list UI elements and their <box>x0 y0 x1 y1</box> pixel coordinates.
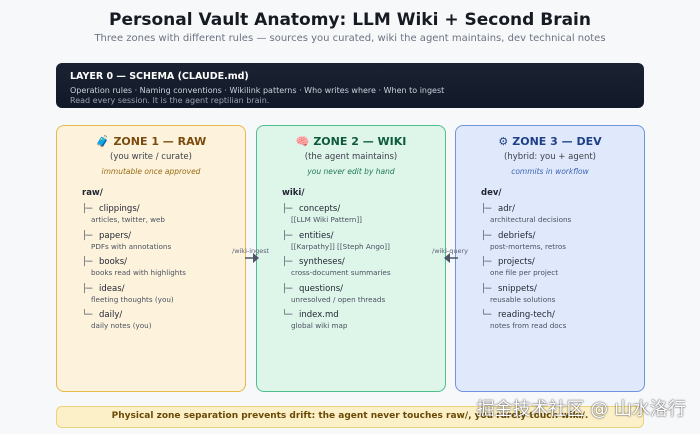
zone-dev-subtitle: (hybrid: you + agent) <box>504 152 596 162</box>
folder-name: papers/ <box>99 230 132 241</box>
tree-branch: ├─ <box>82 257 93 267</box>
tree-item: ├─ concepts/ [[LLM Wiki Pattern]] <box>282 204 442 231</box>
tree-item: ├─ papers/ PDFs with annotations <box>82 231 242 258</box>
folder-name: questions/ <box>299 283 344 294</box>
folder-description: reusable solutions <box>490 294 556 304</box>
zone-wiki-panel: 🧠ZONE 2 — WIKI (the agent maintains) you… <box>256 125 446 392</box>
tree-item: ├─ questions/ unresolved / open threads <box>282 284 442 311</box>
bag-icon: 🧳 <box>95 135 110 148</box>
zone-dev-tree: dev/ ├─ adr/ architectural decisions ├─ de… <box>481 188 641 337</box>
folder-name: clippings/ <box>99 204 140 214</box>
folder-name: books/ <box>99 257 128 267</box>
tree-branch: ├─ <box>481 204 492 214</box>
folder-name: concepts/ <box>299 204 341 214</box>
tree-item: └─ index.md global wiki map <box>282 310 442 337</box>
tree-item: └─ reading-tech/ notes from read docs <box>481 310 641 337</box>
folder-name: reading-tech/ <box>498 310 555 320</box>
tree-root: dev/ <box>481 188 502 198</box>
page-title: Personal Vault Anatomy: LLM Wiki + Secon… <box>109 10 591 30</box>
tree-branch: └─ <box>481 310 492 320</box>
ingest-label: /wiki-ingest <box>232 247 270 255</box>
folder-name: index.md <box>299 310 339 320</box>
folder-name: snippets/ <box>498 283 537 294</box>
schema-title: LAYER 0 — SCHEMA (CLAUDE.md) <box>70 71 249 82</box>
zone-dev-note: commits in workflow <box>511 167 589 176</box>
zone-wiki-tree: wiki/ ├─ concepts/ [[LLM Wiki Pattern]] ├… <box>282 188 442 337</box>
tree-item: ├─ syntheses/ cross-document summaries <box>282 257 442 284</box>
page-subtitle: Three zones with different rules — sourc… <box>94 33 606 44</box>
zone-raw-panel: 🧳ZONE 1 — RAW (you write / curate) immut… <box>56 125 246 392</box>
tree-item: ├─ books/ books read with highlights <box>82 257 242 284</box>
tree-root: raw/ <box>82 188 103 198</box>
folder-description: daily notes (you) <box>91 321 152 330</box>
folder-name: syntheses/ <box>299 257 345 267</box>
zone-raw-note: immutable once approved <box>101 167 201 176</box>
tree-branch: ├─ <box>481 230 492 241</box>
folder-description: PDFs with annotations <box>91 241 172 251</box>
folder-description: books read with highlights <box>91 268 186 277</box>
tree-item: ├─ debriefs/ post-mortems, retros <box>481 231 641 258</box>
folder-description: post-mortems, retros <box>490 241 567 251</box>
folder-description: one file per project <box>490 268 559 277</box>
folder-name: ideas/ <box>99 283 125 294</box>
zone-raw-tree: raw/ ├─ clippings/ articles, twitter, web… <box>82 188 242 337</box>
folder-description: [[Karpathy]] [[Steph Ango]] <box>291 241 390 251</box>
folder-name: projects/ <box>498 257 535 267</box>
schema-note: Read every session. It is the agent rept… <box>70 96 270 105</box>
zone-raw-subtitle: (you write / curate) <box>110 152 192 162</box>
tree-item: ├─ clippings/ articles, twitter, web <box>82 204 242 231</box>
zone-raw-heading: 🧳ZONE 1 — RAW <box>57 135 245 149</box>
folder-description: fleeting thoughts (you) <box>91 294 174 304</box>
tree-branch: └─ <box>282 310 293 320</box>
query-arrow-icon <box>444 253 458 263</box>
tree-item: ├─ snippets/ reusable solutions <box>481 284 641 311</box>
folder-description: cross-document summaries <box>291 268 391 277</box>
folder-description: notes from read docs <box>490 321 567 330</box>
tree-root: wiki/ <box>282 188 305 198</box>
gear-icon: ⚙ <box>498 135 509 148</box>
query-label: /wiki-query <box>432 247 468 255</box>
zone-wiki-subtitle: (the agent maintains) <box>304 152 398 162</box>
zone-wiki-note: you never edit by hand <box>307 167 395 176</box>
tree-branch: ├─ <box>481 283 492 294</box>
folder-description: articles, twitter, web <box>91 215 165 224</box>
schema-layer-panel: LAYER 0 — SCHEMA (CLAUDE.md) Operation r… <box>56 63 644 108</box>
folder-name: adr/ <box>498 204 515 214</box>
tree-branch: ├─ <box>481 257 492 267</box>
footer-banner: Physical zone separation prevents drift:… <box>56 406 644 428</box>
tree-branch: ├─ <box>82 230 93 241</box>
tree-branch: ├─ <box>282 204 293 214</box>
tree-branch: ├─ <box>82 204 93 214</box>
folder-name: entities/ <box>299 230 334 241</box>
tree-item: ├─ ideas/ fleeting thoughts (you) <box>82 284 242 311</box>
schema-rules: Operation rules · Naming conventions · W… <box>70 86 445 95</box>
tree-item: ├─ projects/ one file per project <box>481 257 641 284</box>
zone-dev-title: ZONE 3 — DEV <box>512 135 602 148</box>
zone-wiki-heading: 🧠ZONE 2 — WIKI <box>257 135 445 149</box>
watermark: 掘金技术社区 @ 山水洛行 <box>476 399 686 420</box>
zone-dev-panel: ⚙ZONE 3 — DEV (hybrid: you + agent) comm… <box>455 125 645 392</box>
tree-branch: ├─ <box>82 283 93 294</box>
folder-description: unresolved / open threads <box>291 294 386 304</box>
folder-name: daily/ <box>99 310 123 320</box>
ingest-arrow-icon <box>245 253 259 263</box>
tree-branch: ├─ <box>282 283 293 294</box>
folder-name: debriefs/ <box>498 230 536 241</box>
brain-icon: 🧠 <box>295 135 310 148</box>
tree-branch: ├─ <box>282 230 293 241</box>
tree-item: ├─ entities/ [[Karpathy]] [[Steph Ango]] <box>282 231 442 258</box>
zone-dev-heading: ⚙ZONE 3 — DEV <box>456 135 644 149</box>
zone-wiki-title: ZONE 2 — WIKI <box>313 135 407 148</box>
folder-description: [[LLM Wiki Pattern]] <box>291 215 362 224</box>
tree-item: └─ daily/ daily notes (you) <box>82 310 242 337</box>
tree-branch: └─ <box>82 310 93 320</box>
folder-description: global wiki map <box>291 321 348 330</box>
folder-description: architectural decisions <box>490 215 572 224</box>
tree-item: ├─ adr/ architectural decisions <box>481 204 641 231</box>
zone-raw-title: ZONE 1 — RAW <box>113 135 207 148</box>
tree-branch: ├─ <box>282 257 293 267</box>
